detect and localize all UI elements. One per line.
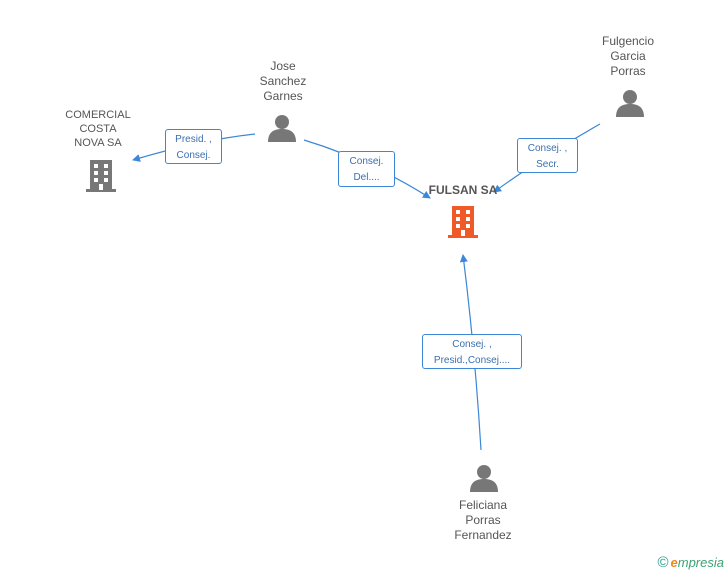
building-icon[interactable] [448, 206, 478, 238]
brand-e: e [670, 555, 678, 570]
copyright-icon: © [657, 554, 669, 571]
edge-label-fulgencio-fulsan[interactable]: Consej. , Secr. [517, 138, 578, 173]
node-label-feliciana[interactable]: Feliciana Porras Fernandez [454, 498, 512, 542]
node-label-comercial[interactable]: COMERCIAL COSTA NOVA SA [65, 109, 131, 149]
brand-logo[interactable]: ©empresia [657, 554, 724, 571]
edge-label-jose-comercial[interactable]: Presid. , Consej. [165, 129, 222, 164]
node-label-jose[interactable]: Jose Sanchez Garnes [259, 59, 307, 103]
building-icon[interactable] [86, 160, 116, 192]
node-label-fulsan[interactable]: FULSAN SA [428, 183, 498, 197]
person-icon[interactable] [616, 90, 644, 117]
person-icon[interactable] [268, 115, 296, 142]
edge-label-feliciana-fulsan[interactable]: Consej. , Presid.,Consej.... [422, 334, 522, 369]
node-label-fulgencio[interactable]: Fulgencio Garcia Porras [601, 34, 655, 78]
brand-name: mpresia [677, 555, 724, 570]
edge-label-jose-fulsan[interactable]: Consej. Del.... [338, 151, 395, 187]
person-icon[interactable] [470, 465, 498, 492]
